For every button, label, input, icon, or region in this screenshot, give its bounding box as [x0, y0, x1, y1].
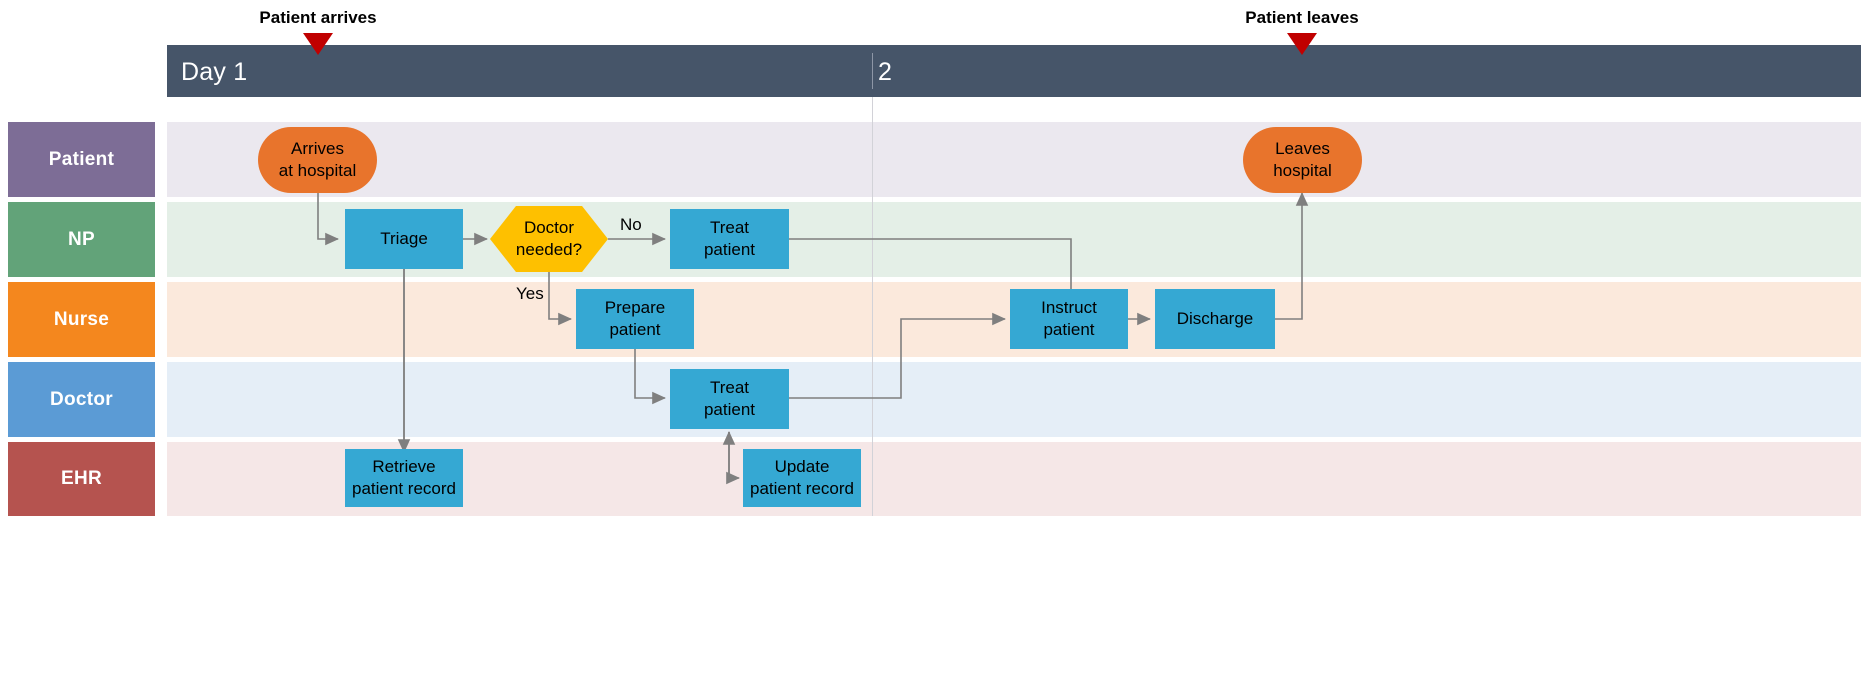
node-doctor-needed[interactable]: Doctor needed? — [490, 206, 608, 272]
lane-header-label-np: NP — [68, 228, 95, 250]
lane-header-label-doctor: Doctor — [49, 388, 114, 410]
milestone-label-patient-leaves: Patient leaves — [1245, 8, 1359, 27]
node-leaves-hospital[interactable]: Leaves hospital — [1243, 127, 1362, 193]
node-update-patient-record[interactable]: Update patient record — [743, 449, 861, 507]
milestone-triangle-icon-arrives — [303, 33, 333, 55]
node-retrieve-patient-record[interactable]: Retrieve patient record — [345, 449, 463, 507]
lane-header-patient: Patient — [8, 122, 155, 197]
lane-header-label-patient: Patient — [48, 148, 115, 170]
edge-label-no: No — [620, 215, 642, 234]
edge-label-yes: Yes — [516, 284, 544, 303]
node-doctor-treat-patient[interactable]: Treat patient — [670, 369, 789, 429]
lane-header-doctor: Doctor — [8, 362, 155, 437]
lane-header-label-nurse: Nurse — [53, 308, 110, 330]
node-arrives-at-hospital[interactable]: Arrives at hospital — [258, 127, 377, 193]
lane-body-doctor — [167, 362, 1861, 437]
node-instruct-patient[interactable]: Instruct patient — [1010, 289, 1128, 349]
lane-header-nurse: Nurse — [8, 282, 155, 357]
timeline-day2-label: 2 — [878, 58, 893, 86]
timeline-bar — [167, 45, 1861, 97]
node-triage[interactable]: Triage — [345, 209, 463, 269]
node-np-treat-patient[interactable]: Treat patient — [670, 209, 789, 269]
node-prepare-patient[interactable]: Prepare patient — [576, 289, 694, 349]
lane-header-np: NP — [8, 202, 155, 277]
milestone-triangle-icon-leaves — [1287, 33, 1317, 55]
lane-header-label-ehr: EHR — [60, 468, 102, 489]
node-discharge[interactable]: Discharge — [1155, 289, 1275, 349]
timeline-day1-label: Day 1 — [181, 58, 248, 86]
day2-tick — [872, 53, 873, 89]
lane-body-patient — [167, 122, 1861, 197]
day-divider-line — [872, 97, 873, 516]
milestone-label-patient-arrives: Patient arrives — [259, 8, 377, 27]
lane-header-ehr: EHR — [8, 442, 155, 516]
